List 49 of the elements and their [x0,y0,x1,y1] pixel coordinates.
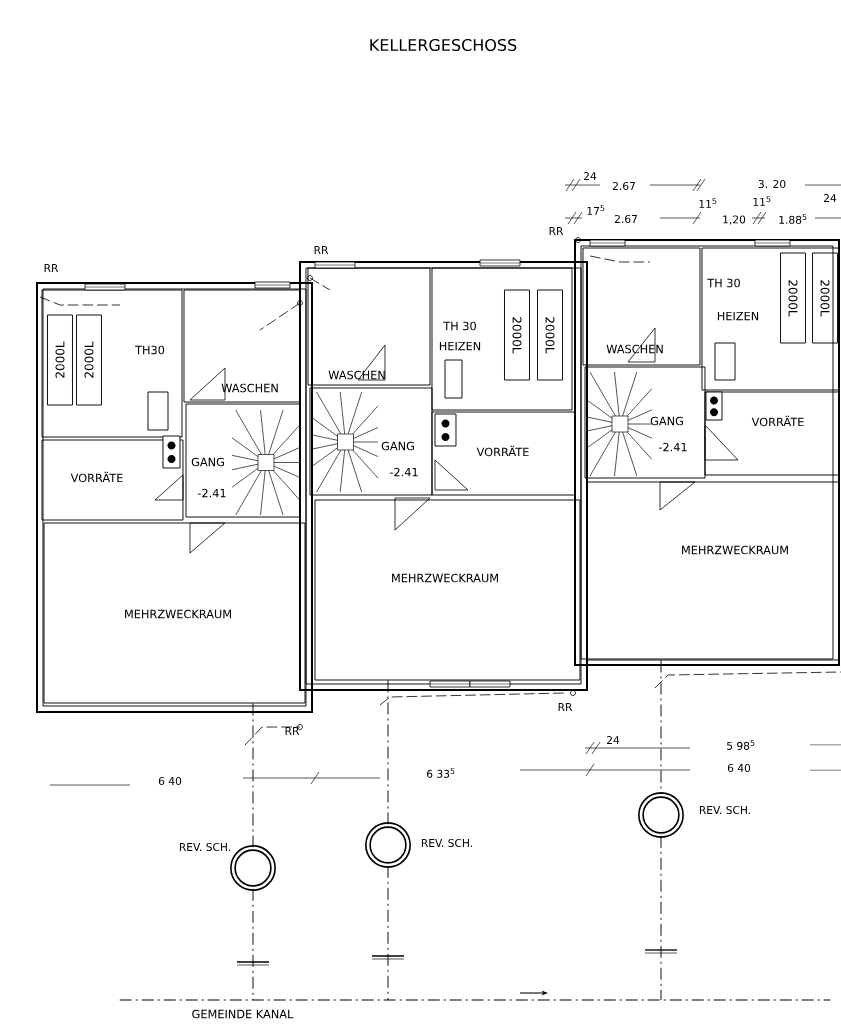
tank: 2000L [504,289,530,381]
room: WASCHEN [183,289,301,403]
dimension-label: 11$^{5}$ [699,198,717,208]
pipe-label: RR [314,246,329,254]
dimension-label: 24 [584,172,597,180]
manhole-label: REV. SCH. [179,842,230,852]
pipe-label: RR [558,703,573,711]
room: MEHRZWECKRAUM [586,481,840,661]
dimension-label: 6 40 [158,776,182,786]
drain-pipe [387,865,389,1001]
dimension-label: 2.67 [612,181,635,191]
house-outline [36,282,313,713]
dimension-label: 1,20 [723,215,746,225]
tank: 2000L [76,314,102,406]
house-outline [299,261,588,691]
dimension-label: 11$^{5}$ [753,196,771,206]
house-outline [574,239,840,666]
manhole-label: REV. SCH. [699,805,750,815]
room: GANG -2.41 [584,366,706,479]
dimension-label: 3. 20 [758,179,786,189]
room: GANG -2.41 [309,387,433,496]
dimension-label: 6 40 [727,763,751,773]
tank: 2000L [812,252,838,344]
dimension-label: 17$^{5}$ [587,205,605,215]
tank: 2000L [47,314,73,406]
room: MEHRZWECKRAUM [43,522,306,704]
room: VORRÄTE [704,391,840,476]
dimension-label: 6 33$^{5}$ [427,768,455,778]
room: WASCHEN [582,247,701,366]
dimension-label: 2.67 [614,214,637,224]
room: MEHRZWECKRAUM [314,499,581,681]
room: VORRÄTE [41,439,184,521]
title: KELLERGESCHOSS [370,38,517,52]
room: GANG -2.41 [185,403,301,518]
drain-pipe [660,660,662,795]
sewer-label: GEMEINDE KANAL [192,1009,294,1019]
drain-pipe [252,888,254,1001]
manhole-label: REV. SCH. [421,838,472,848]
pipe-label: RR [549,227,564,235]
dimension-label: 1.88$^{5}$ [779,214,807,224]
pipe-label: RR [44,264,59,272]
tank: 2000L [537,289,563,381]
pipe-label: RR [285,727,300,735]
dimension-label: 24 [824,194,837,202]
tank: 2000L [780,252,806,344]
dimension-label: 5 98$^{5}$ [727,740,755,750]
room: WASCHEN [307,267,431,386]
dimension-label: 24 [607,736,620,744]
room: VORRÄTE [431,411,576,496]
